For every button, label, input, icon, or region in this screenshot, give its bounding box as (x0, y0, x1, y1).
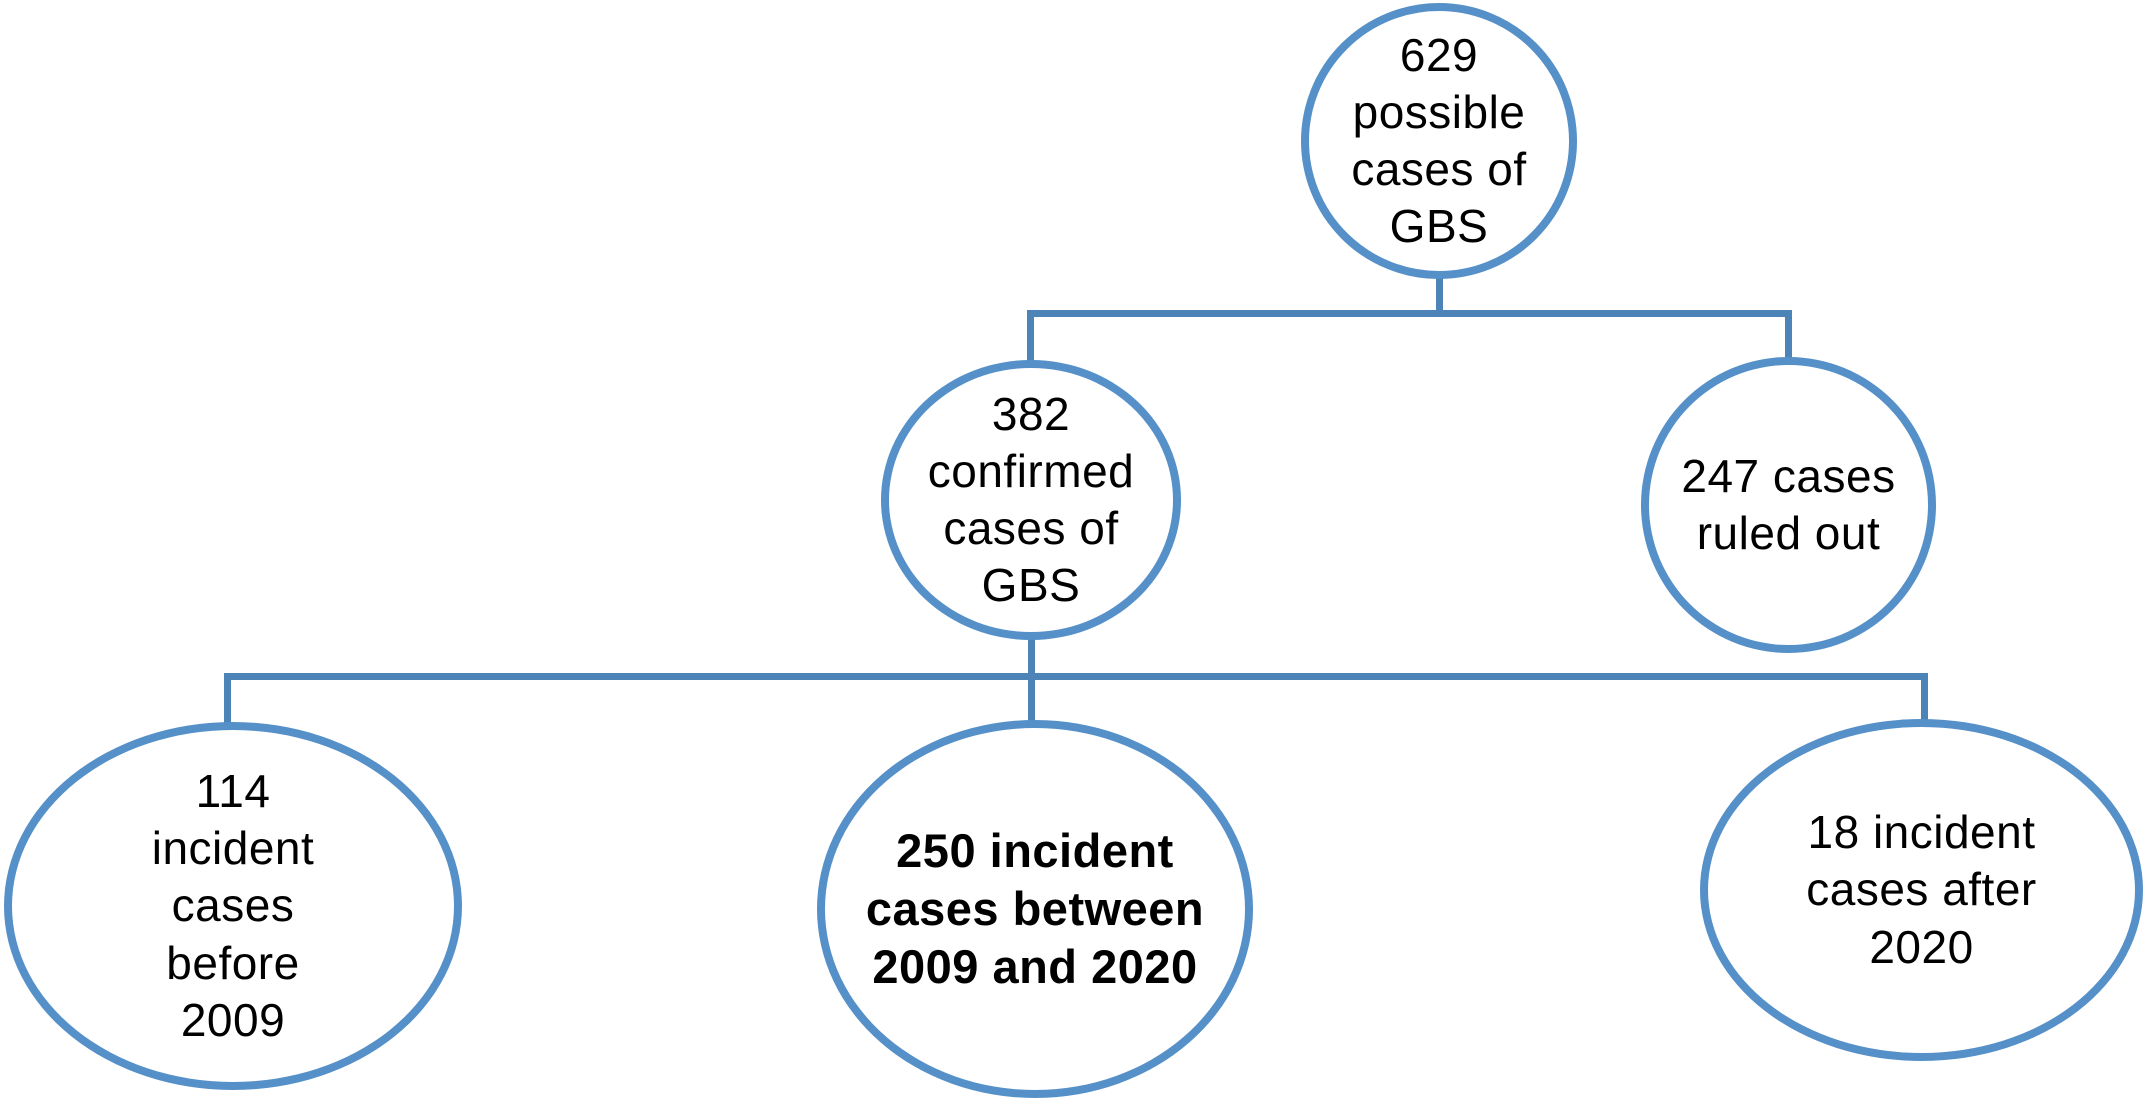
node-114-label: 114 incident cases before 2009 (151, 765, 315, 1046)
connector-level2-left-drop (224, 673, 231, 727)
connector-level1-right-drop (1785, 310, 1792, 363)
node-247-ruled-out: 247 cases ruled out (1641, 357, 1936, 653)
node-18-label: 18 incident cases after 2020 (1806, 806, 2037, 973)
node-382-label: 382 confirmed cases of GBS (927, 387, 1135, 612)
connector-level2-hbar (224, 673, 1928, 680)
node-18-incident-after-2020: 18 incident cases after 2020 (1700, 719, 2143, 1061)
node-629-label: 629 possible cases of GBS (1351, 28, 1527, 253)
node-114-incident-before-2009: 114 incident cases before 2009 (4, 722, 462, 1090)
node-250-label: 250 incident cases between 2009 and 2020 (865, 823, 1205, 994)
node-250-incident-2009-2020: 250 incident cases between 2009 and 2020 (817, 720, 1253, 1098)
connector-level2-stem (1028, 636, 1035, 727)
node-382-confirmed-cases: 382 confirmed cases of GBS (881, 360, 1181, 640)
node-629-possible-cases: 629 possible cases of GBS (1301, 3, 1577, 279)
connector-level1-left-drop (1027, 310, 1034, 366)
node-247-label: 247 cases ruled out (1681, 449, 1896, 559)
connector-root-stem (1436, 275, 1443, 317)
connector-level2-right-drop (1921, 673, 1928, 726)
connector-level1-hbar (1027, 310, 1792, 317)
